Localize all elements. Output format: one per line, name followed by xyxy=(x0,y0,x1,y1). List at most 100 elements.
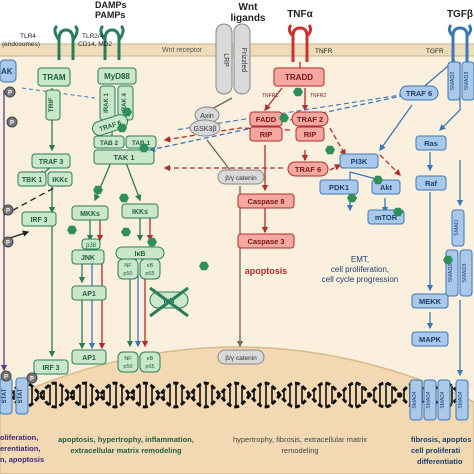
tnfr-receptor xyxy=(287,24,313,62)
tradd-label: TRADD xyxy=(285,73,313,82)
tnfr-label: TNFR xyxy=(315,48,333,55)
ikks-box xyxy=(121,203,159,219)
left-outcome-line2: erentiation, xyxy=(0,444,40,453)
phosphate-hexagon-icon xyxy=(139,143,149,153)
tlr4-receptor xyxy=(53,24,79,60)
mapk-label: MAPK xyxy=(419,335,442,344)
bcat-box xyxy=(217,169,265,185)
gsk3b-box xyxy=(189,119,221,137)
phosphate-circle-icon xyxy=(2,204,14,216)
traf3-label: TRAF 3 xyxy=(39,159,64,166)
caspase8-box xyxy=(237,193,295,209)
rip-box xyxy=(249,126,283,142)
left-outcome-line1: oliferation, xyxy=(0,433,38,442)
phosphate-label: P xyxy=(10,121,14,127)
phosphate-circle-icon xyxy=(4,86,16,98)
phosphate-label: P xyxy=(30,377,34,383)
myd88-box xyxy=(97,67,137,85)
header-damps: DAMPs xyxy=(95,0,127,10)
smad2-box xyxy=(447,61,461,101)
kb-nucleus-label: κB xyxy=(147,356,154,362)
irf3-label: IRF 3 xyxy=(30,217,47,224)
p50-nucleus-label: p50 xyxy=(123,364,132,370)
tab2-box xyxy=(93,135,125,149)
irak4-label: IRAK 4 xyxy=(122,93,128,113)
emt-line2: cell proliferation, xyxy=(331,265,389,274)
pi3k-box xyxy=(339,153,379,169)
emt-line1: EMT, xyxy=(351,255,369,264)
smad4-box-4 xyxy=(455,379,469,421)
phosphate-circle-icon xyxy=(6,116,18,128)
lrp-label: LRP xyxy=(222,53,229,67)
smad4-box-3 xyxy=(437,379,451,421)
tgf-outcome-line3: differentiatio xyxy=(417,457,463,466)
phosphate-hexagon-icon xyxy=(67,225,77,235)
mekk-label: MEKK xyxy=(419,297,442,306)
bcat-nucleus-box xyxy=(217,349,265,365)
phosphate-hexagon-icon xyxy=(122,107,132,117)
traf6-tgf-label: TRAF 6 xyxy=(406,89,432,98)
tbk1-box xyxy=(17,171,47,187)
smad4-box-2 xyxy=(423,379,437,421)
nf-nucleus-label: NF xyxy=(124,356,132,362)
tgfr-label: TGFR xyxy=(426,48,444,55)
tram-box xyxy=(37,67,71,87)
apoptosis-label: apoptosis xyxy=(245,266,288,276)
bcat-nucleus-label: β/γ catenin xyxy=(225,355,257,362)
mkks-label: MKKs xyxy=(80,211,100,218)
ikke-box xyxy=(47,171,73,187)
phosphate-circle-icon xyxy=(2,236,14,248)
smad2-lower-label: SMAD2 xyxy=(448,264,454,283)
ras-label: Ras xyxy=(424,139,438,148)
phosphate-hexagon-icon xyxy=(147,237,157,247)
tlr-outcome-line2: extracellular matrix remodeling xyxy=(70,446,182,455)
pdk1-label: PDK1 xyxy=(329,183,349,192)
tab1-label: TAB 1 xyxy=(132,140,151,147)
pdk1-box xyxy=(319,179,359,195)
mekk-box xyxy=(411,293,449,309)
p65-nucleus-label: p65 xyxy=(145,364,154,370)
traf3-box xyxy=(31,153,71,169)
smad4-label-2: SMAD4 xyxy=(426,391,432,408)
degradation-cross-icon xyxy=(149,286,189,318)
tgf-outcome-line2: cell proliferati xyxy=(411,446,460,455)
raf-box xyxy=(415,175,447,191)
tnf-nodes: TRADD TNFR1 TNFR2 FADD RIP TRAF 2 RIP TR… xyxy=(237,67,329,276)
smad-label: SMAD xyxy=(454,220,460,236)
phosphate-label: P xyxy=(6,241,10,247)
smad3-label: SMAD3 xyxy=(464,72,470,91)
lrp-receptor xyxy=(215,23,233,95)
phosphate-hexagon-icon xyxy=(373,175,383,185)
wnt-nodes: Axin GSK3β β/γ catenin β/γ catenin xyxy=(189,106,265,365)
caspase3-label: Caspase 3 xyxy=(247,237,284,246)
left-outcome-line3: n, apoptosis xyxy=(0,455,44,464)
kb-p65-box xyxy=(139,258,161,280)
mkks-box xyxy=(71,205,109,221)
phosphate-circle-icon xyxy=(26,372,38,384)
smad-box xyxy=(451,209,465,247)
p65-label: p65 xyxy=(145,271,154,277)
traf6-box xyxy=(92,114,128,136)
smad4-label-3: SMAD4 xyxy=(440,391,446,408)
tak1-box xyxy=(93,149,155,165)
kb-label: κB xyxy=(147,263,154,269)
gsk3b-label: GSK3β xyxy=(194,126,217,133)
tlr4-label: TLR4 xyxy=(20,33,36,40)
jnk-label: JNK xyxy=(81,255,95,262)
phosphate-hexagon-icon xyxy=(279,113,289,123)
header-ligands: ligands xyxy=(230,13,265,24)
ikks-label: IKKs xyxy=(132,209,148,216)
smad4-box-1 xyxy=(409,379,423,421)
mapk-box xyxy=(411,331,449,347)
caspase3-box xyxy=(237,233,295,249)
tnfr2-label: TNFR2 xyxy=(310,93,326,99)
smad3-lower-box xyxy=(459,249,473,297)
frizzled-label: Frizzled xyxy=(240,48,247,73)
tlr-outcome-line1: apoptosis, hypertrophy, inflammation, xyxy=(58,435,194,444)
tak1-label: TAK 1 xyxy=(113,153,134,162)
emt-line3: cell cycle progression xyxy=(322,275,398,284)
caspase8-label: Caspase 8 xyxy=(247,197,284,206)
endosomes-label: (endosomes) xyxy=(2,41,40,48)
